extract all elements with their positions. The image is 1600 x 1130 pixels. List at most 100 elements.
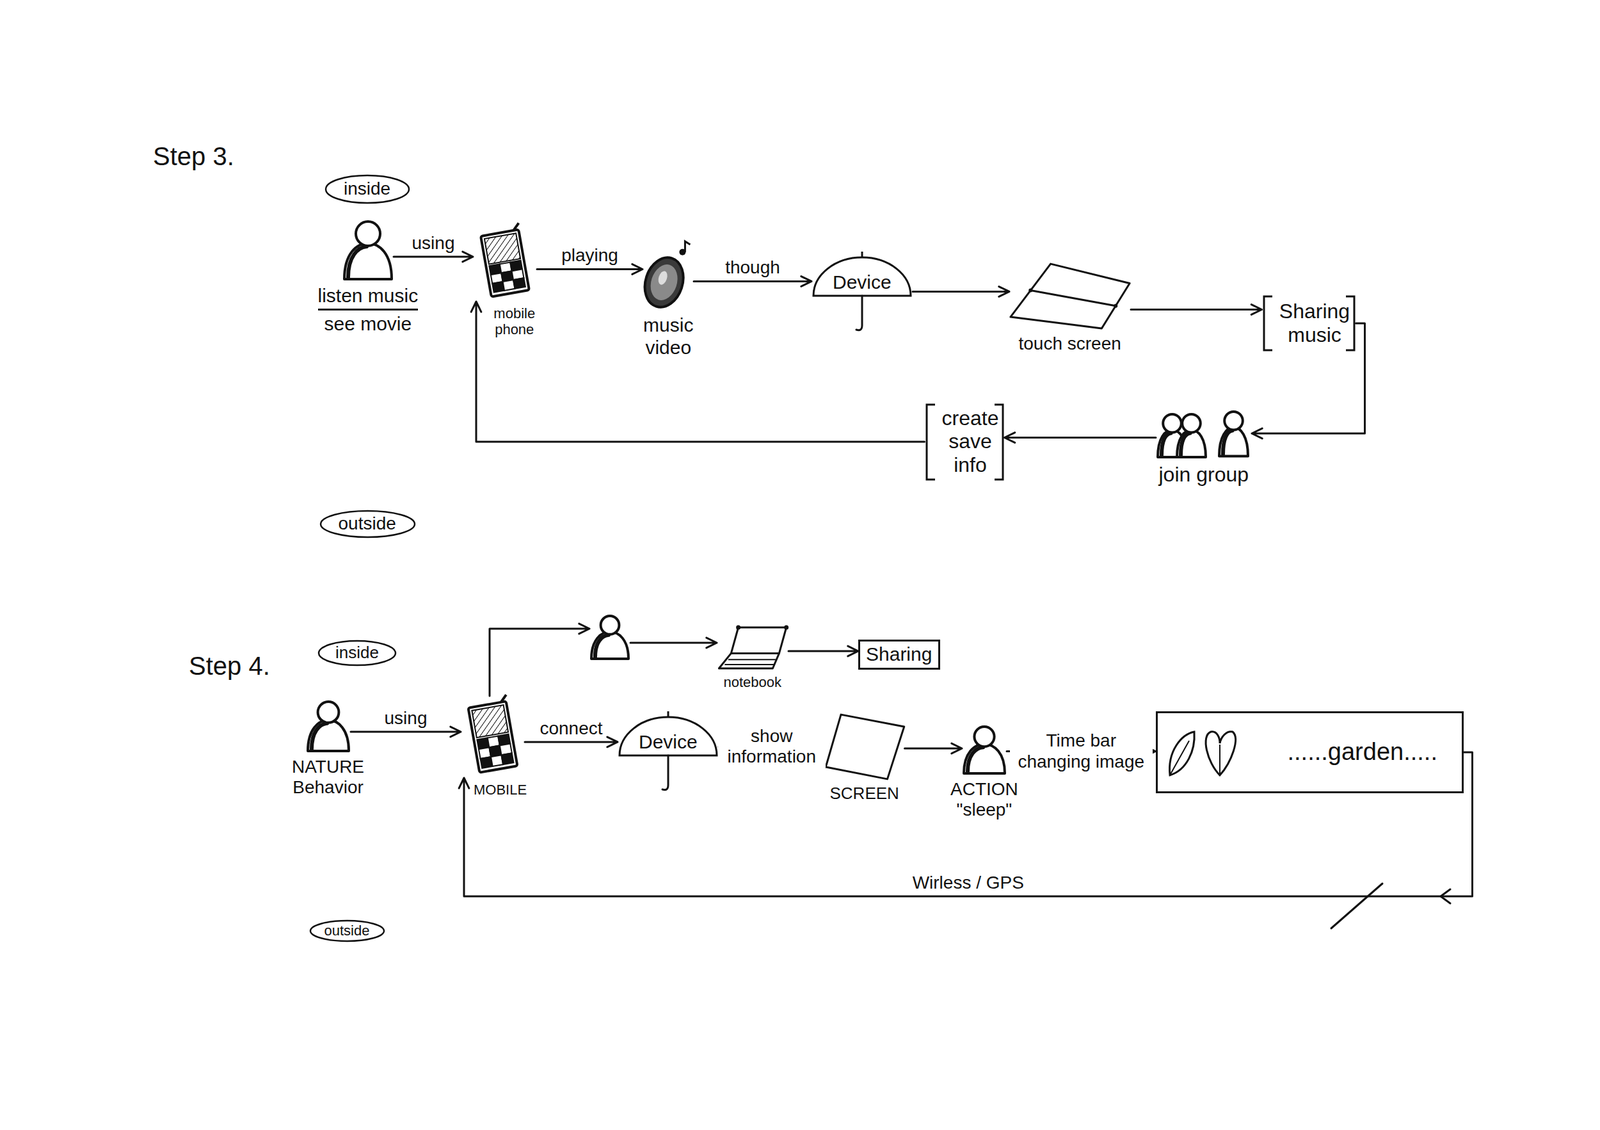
- laptop-base: [718, 652, 779, 669]
- node-label: join group: [1159, 462, 1250, 487]
- node-text: Device: [832, 271, 892, 294]
- node-caption: ACTION "sleep": [950, 778, 1019, 820]
- laptop-screen: [730, 627, 786, 653]
- person-node-outline: [961, 725, 1007, 776]
- node-label: listen music: [318, 284, 419, 312]
- node-label: NATURE Behavior: [291, 756, 365, 798]
- step-label: Step 4.: [188, 651, 271, 681]
- bracket-box: create save info: [924, 402, 1005, 482]
- disc-inner: [646, 261, 683, 304]
- flow-arrow: [912, 286, 1010, 297]
- person-node: listen musicsee movie: [342, 220, 394, 281]
- bracket-box: Sharing music: [1262, 294, 1357, 352]
- region-oval: outside: [309, 919, 386, 943]
- node-label: touch screen: [1018, 333, 1122, 354]
- node-label: mobile phone: [492, 305, 538, 338]
- node-caption: mobile phone: [492, 305, 538, 338]
- process-box: ......garden.....: [1155, 711, 1464, 793]
- edge-label: using: [382, 707, 431, 729]
- phone-key: [501, 752, 514, 765]
- person-shade: [311, 723, 328, 749]
- disc-highlight: [656, 270, 669, 287]
- node-text: inside: [343, 178, 391, 200]
- person-body: [1219, 427, 1248, 457]
- person-shade: [348, 246, 367, 278]
- person-node-outline: [589, 614, 631, 661]
- leaf: [1169, 731, 1195, 776]
- person-head: [318, 701, 340, 723]
- node-label: MOBILE: [473, 781, 527, 798]
- node-text: create save info: [936, 406, 1005, 477]
- node-caption: MOBILE: [473, 781, 527, 798]
- screen-node-outline: [1009, 262, 1131, 330]
- oval-outline: [318, 640, 396, 665]
- laptop-keys: [728, 658, 776, 660]
- flow-arrow: [1004, 432, 1157, 443]
- edge-label: using: [409, 232, 458, 254]
- person-head: [1182, 414, 1201, 433]
- node-caption: listen musicsee movie: [318, 284, 419, 336]
- break-mark: [1331, 883, 1383, 928]
- screen-dot: [1028, 288, 1033, 292]
- umbrella-canopy: [619, 716, 717, 756]
- flow-arrow: [904, 743, 963, 754]
- person-body: [1176, 430, 1206, 457]
- person-body: [344, 243, 392, 280]
- oval-outline: [325, 175, 409, 203]
- node-label: Sharing music: [1273, 299, 1357, 347]
- node-label: outside: [324, 922, 370, 939]
- node-label: create save info: [936, 406, 1005, 477]
- node-text: Device: [638, 730, 698, 754]
- node-text: ......garden.....: [1287, 737, 1438, 767]
- leaf-vein: [1219, 744, 1221, 776]
- node-label: notebook: [723, 673, 783, 690]
- edge-label: playing: [558, 245, 621, 266]
- phone-screen: [484, 232, 521, 264]
- oval-outline: [320, 510, 415, 537]
- notebook-node-outline: [716, 625, 789, 671]
- node-label: music video: [643, 314, 695, 359]
- edge-label: Wirless / GPS: [910, 872, 1027, 893]
- screen-node-outline: [824, 712, 905, 781]
- node-label: outside: [338, 513, 397, 534]
- oval-outline: [310, 920, 384, 941]
- person-node-outline: [342, 220, 394, 281]
- phone-screen: [471, 704, 509, 738]
- person-node: NATURE Behavior: [305, 700, 351, 753]
- person-node-outline: [305, 700, 351, 753]
- screen-outline: [1010, 263, 1130, 329]
- flow-arrow: [630, 637, 717, 648]
- flow-arrow: [489, 623, 590, 696]
- node-caption: NATURE Behavior: [291, 756, 365, 798]
- group-node-outline: [1155, 407, 1252, 459]
- node-sublabel: see movie: [318, 312, 419, 336]
- person-head: [1162, 414, 1182, 433]
- node-text: Sharing music: [1273, 299, 1357, 347]
- person-head: [355, 221, 381, 246]
- node-label: SCREEN: [830, 784, 900, 804]
- bracket-left: [926, 404, 936, 480]
- phone-body: [468, 700, 518, 772]
- person-node: [589, 614, 631, 661]
- device-node: Device: [617, 714, 719, 793]
- edge-label: connect: [536, 718, 605, 739]
- screen-divider: [1030, 289, 1116, 306]
- leaf-vein: [1169, 740, 1190, 776]
- person-shade: [1161, 433, 1172, 456]
- box-outline: [859, 640, 940, 669]
- phone-key: [513, 277, 526, 289]
- node-label: Sharing: [865, 643, 932, 666]
- screen-outline: [825, 714, 905, 779]
- person-body: [591, 631, 629, 659]
- person-head: [600, 615, 620, 635]
- node-caption: touch screen: [1018, 333, 1122, 354]
- node-label: inside: [343, 178, 391, 200]
- node-caption: SCREEN: [830, 784, 900, 804]
- edge-label: show information: [718, 725, 826, 767]
- node-text: outside: [324, 922, 370, 939]
- node-label: inside: [335, 643, 379, 663]
- node-label: ......garden.....: [1287, 737, 1438, 767]
